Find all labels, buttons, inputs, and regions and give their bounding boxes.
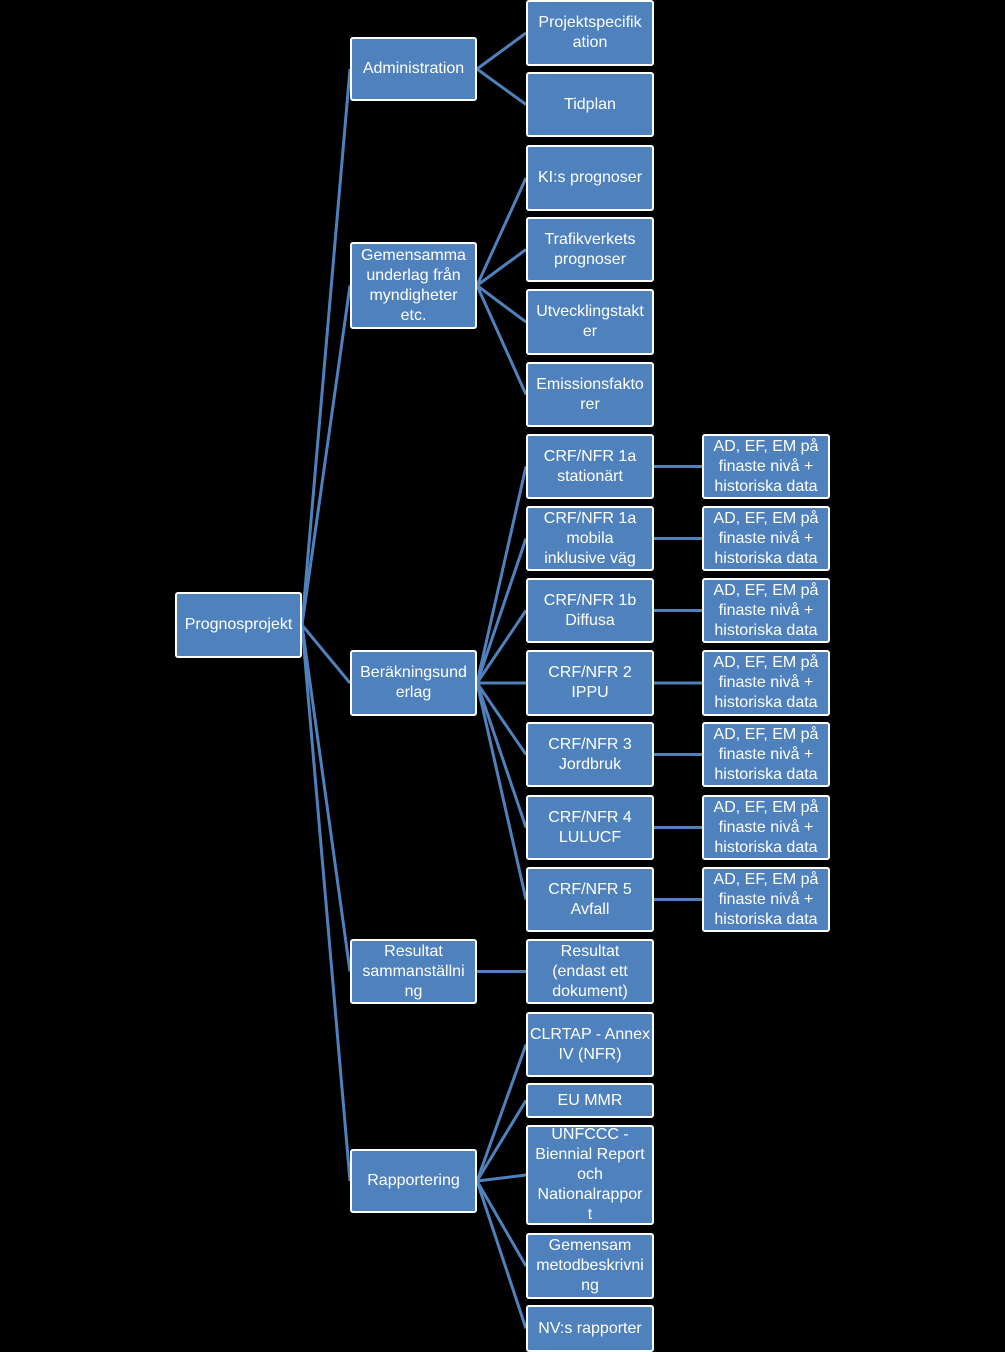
node-crf-5-avfall: CRF/NFR 5 Avfall bbox=[526, 867, 654, 932]
node-eu-mmr: EU MMR bbox=[526, 1083, 654, 1118]
node-trafikverkets-prognoser: Trafikverkets prognoser bbox=[526, 217, 654, 282]
node-crf-2-ippu: CRF/NFR 2 IPPU bbox=[526, 650, 654, 716]
node-administration: Administration bbox=[350, 37, 477, 101]
node-crf-1b-diffusa: CRF/NFR 1b Diffusa bbox=[526, 578, 654, 643]
connector-line bbox=[300, 285, 352, 626]
connector-line bbox=[300, 624, 352, 1182]
connector-line bbox=[475, 609, 528, 684]
node-berakningsunderlag: Beräkningsund erlag bbox=[350, 650, 477, 716]
node-tidplan: Tidplan bbox=[526, 72, 654, 137]
node-clrtap-annex: CLRTAP - Annex IV (NFR) bbox=[526, 1012, 654, 1077]
node-emissionsfaktorer: Emissionsfakto rer bbox=[526, 362, 654, 427]
node-detail-3-jordbruk: AD, EF, EM på finaste nivå + historiska … bbox=[702, 722, 830, 787]
node-utvecklingstakter: Utvecklingstakt er bbox=[526, 289, 654, 355]
connector-line bbox=[300, 624, 352, 972]
node-detail-2-ippu: AD, EF, EM på finaste nivå + historiska … bbox=[702, 650, 830, 716]
connector-line bbox=[476, 284, 527, 324]
connector-line bbox=[475, 466, 528, 684]
connector-line bbox=[476, 1173, 527, 1183]
connector-line bbox=[476, 67, 527, 106]
node-ki-prognoser: KI:s prognoser bbox=[526, 145, 654, 211]
connector-line bbox=[476, 31, 527, 71]
connector-line bbox=[300, 624, 352, 684]
node-crf-1a-mobila: CRF/NFR 1a mobila inklusive väg bbox=[526, 506, 654, 571]
connector-line bbox=[475, 1180, 528, 1329]
node-crf-3-jordbruk: CRF/NFR 3 Jordbruk bbox=[526, 722, 654, 787]
node-detail-5-avfall: AD, EF, EM på finaste nivå + historiska … bbox=[702, 867, 830, 932]
connector-line bbox=[475, 284, 528, 396]
node-crf-1a-stationart: CRF/NFR 1a stationärt bbox=[526, 434, 654, 499]
connector-line bbox=[475, 682, 528, 828]
connector-line bbox=[476, 248, 527, 287]
connector-line bbox=[475, 682, 528, 900]
connector-line bbox=[475, 682, 528, 756]
connector-line bbox=[475, 1043, 528, 1182]
node-rapportering: Rapportering bbox=[350, 1149, 477, 1213]
node-gemensamma-underlag: Gemensamma underlag från myndigheter etc… bbox=[350, 242, 477, 329]
node-detail-1a-stationart: AD, EF, EM på finaste nivå + historiska … bbox=[702, 434, 830, 499]
node-prognosprojekt: Prognosprojekt bbox=[175, 592, 302, 658]
connector-line bbox=[475, 538, 528, 684]
connector-line bbox=[475, 1180, 528, 1267]
node-resultat-dokument: Resultat (endast ett dokument) bbox=[526, 939, 654, 1004]
node-crf-4-lulucf: CRF/NFR 4 LULUCF bbox=[526, 795, 654, 860]
node-projektspecifikation: Projektspecifik ation bbox=[526, 0, 654, 66]
node-resultat-sammanstallning: Resultat sammanställni ng bbox=[350, 939, 477, 1004]
node-detail-4-lulucf: AD, EF, EM på finaste nivå + historiska … bbox=[702, 795, 830, 860]
connector-line bbox=[300, 68, 352, 626]
connector-line bbox=[475, 1099, 528, 1182]
node-gemensam-metodbeskrivning: Gemensam metodbeskrivni ng bbox=[526, 1233, 654, 1299]
connector-line bbox=[475, 177, 528, 287]
node-nv-rapporter: NV:s rapporter bbox=[526, 1305, 654, 1352]
node-detail-1b-diffusa: AD, EF, EM på finaste nivå + historiska … bbox=[702, 578, 830, 643]
node-unfccc: UNFCCC - Biennial Report och Nationalrap… bbox=[526, 1125, 654, 1225]
node-detail-1a-mobila: AD, EF, EM på finaste nivå + historiska … bbox=[702, 506, 830, 571]
